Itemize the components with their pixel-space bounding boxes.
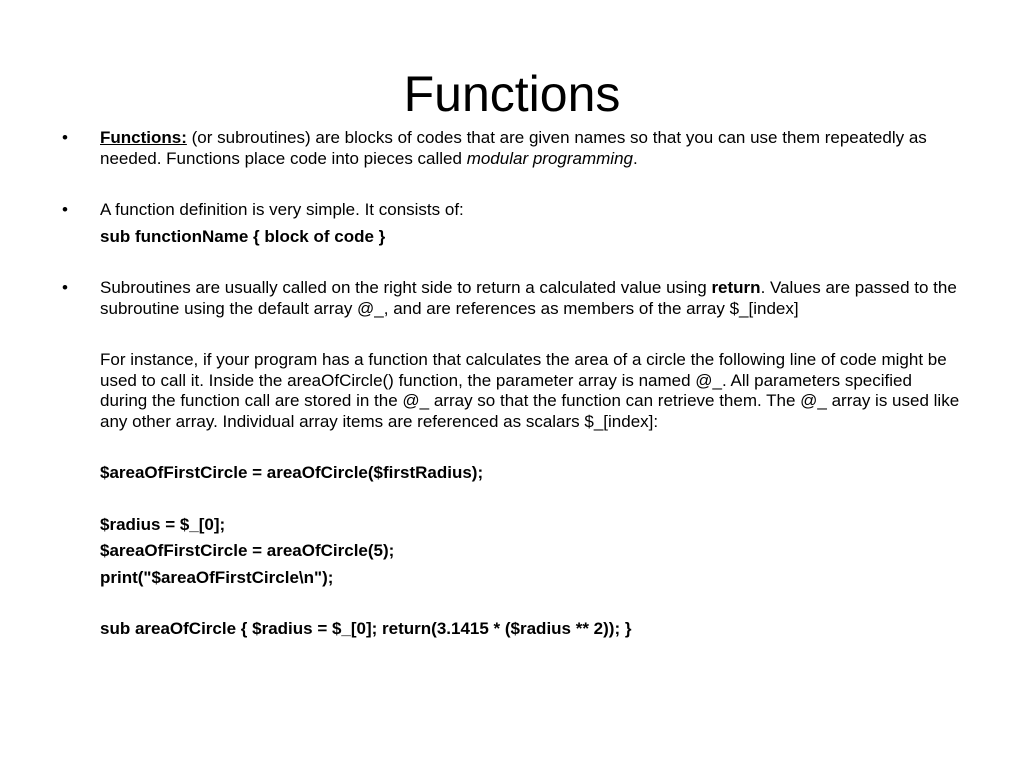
keyword-return: return: [711, 278, 761, 297]
bullet-item-subroutines: • Subroutines are usually called on the …: [62, 278, 962, 319]
bullet-text-end: .: [632, 148, 638, 168]
code-line: $areaOfFirstCircle = areaOfCircle(5);: [100, 541, 395, 560]
bullet-icon: •: [62, 278, 68, 297]
slide-body: • Functions: (or subroutines) are blocks…: [62, 128, 962, 640]
code-line: $radius = $_[0];: [100, 514, 226, 534]
bullet-icon: •: [62, 128, 68, 147]
bullet-text-end: . Values are passed to the subroutine us…: [100, 278, 957, 318]
example-paragraph: For instance, if your program has a func…: [100, 350, 960, 431]
slide-title: Functions: [403, 66, 621, 122]
bullet-text: Subroutines are usually called on the ri…: [100, 278, 712, 297]
bullet-item-definition: • A function definition is very simple. …: [62, 200, 962, 221]
bullet-text: (or subroutines) are blocks of codes tha…: [100, 128, 927, 168]
bullet-icon: •: [62, 200, 68, 219]
bullet-item-functions: • Functions: (or subroutines) are blocks…: [62, 128, 962, 169]
code-definition: sub functionName { block of code }: [100, 226, 386, 246]
emphasis-modular-programming: modular programming: [466, 148, 633, 168]
bullet-text: A function definition is very simple. It…: [100, 200, 464, 219]
code-sub-definition: sub areaOfCircle { $radius = $_[0]; retu…: [100, 619, 632, 638]
code-line: print("$areaOfFirstCircle\n");: [100, 567, 334, 587]
term-functions: Functions:: [100, 128, 187, 147]
code-call-line: $areaOfFirstCircle = areaOfCircle($first…: [100, 463, 484, 482]
